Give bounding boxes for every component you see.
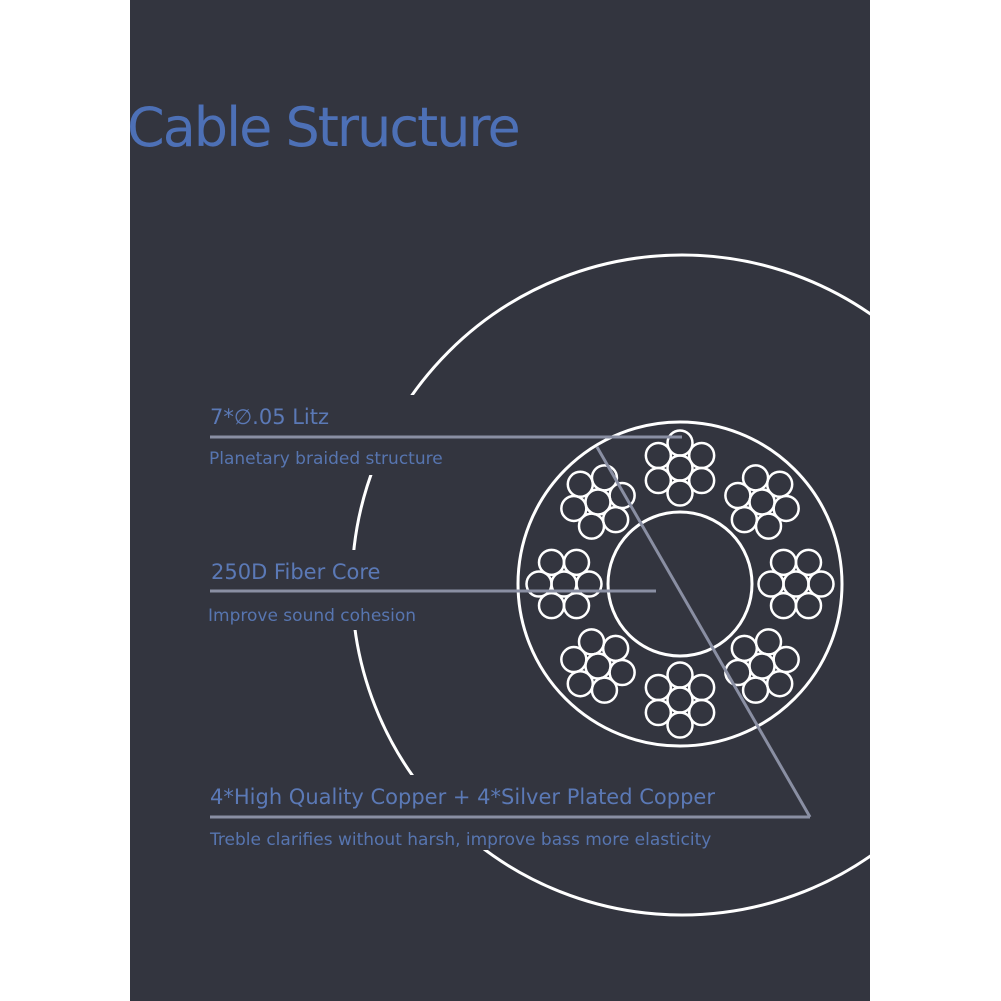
strand-bundle <box>757 548 835 620</box>
fiber-core-circle <box>606 510 754 658</box>
conductor-ring-circle <box>516 420 844 748</box>
strand-bundle <box>525 548 603 620</box>
strand-bundle <box>724 628 800 704</box>
wire-strand <box>724 481 752 510</box>
wire-strand <box>525 570 553 598</box>
wire-strand <box>687 698 716 727</box>
wire-strand <box>741 676 770 704</box>
wire-strand <box>772 645 800 674</box>
strand-bundle <box>644 661 716 739</box>
wire-strand <box>575 570 603 598</box>
copper-heading: 4*High Quality Copper + 4*Silver Plated … <box>210 785 715 809</box>
fiber-core-description: Improve sound cohesion <box>208 606 416 626</box>
wire-strand <box>644 441 673 470</box>
wire-strand <box>666 661 694 689</box>
wire-strand <box>666 429 694 457</box>
wire-strand <box>687 466 716 495</box>
strand-bundles <box>525 429 835 739</box>
fiber-core-heading: 250D Fiber Core <box>211 560 380 584</box>
wire-strand <box>608 658 636 687</box>
copper-diagonal-pointer-line <box>595 446 812 818</box>
wire-strand <box>807 570 835 598</box>
wire-strand <box>666 711 694 739</box>
wire-strand <box>644 673 673 702</box>
strand-bundle <box>560 464 636 540</box>
page-title: Cable Structure <box>127 96 519 159</box>
wire-strand <box>562 548 591 577</box>
copper-description: Treble clarifies without harsh, improve … <box>209 830 711 850</box>
wire-strand <box>590 676 619 704</box>
wire-strand <box>560 494 588 523</box>
strand-bundle <box>560 628 636 704</box>
wire-strand <box>560 645 588 674</box>
wire-strand <box>769 591 798 620</box>
wire-strand <box>666 479 694 507</box>
strand-bundle <box>644 429 716 507</box>
wire-strand <box>577 512 606 540</box>
wire-strand <box>537 591 566 620</box>
wire-strand <box>757 570 785 598</box>
wire-strand <box>772 494 800 523</box>
litz-description: Planetary braided structure <box>209 449 443 469</box>
wire-strand <box>754 628 783 656</box>
wire-strand <box>590 464 619 492</box>
litz-heading: 7*∅.05 Litz <box>210 405 329 429</box>
wire-strand <box>741 464 770 492</box>
wire-strand <box>794 548 823 577</box>
strand-bundle <box>724 464 800 540</box>
